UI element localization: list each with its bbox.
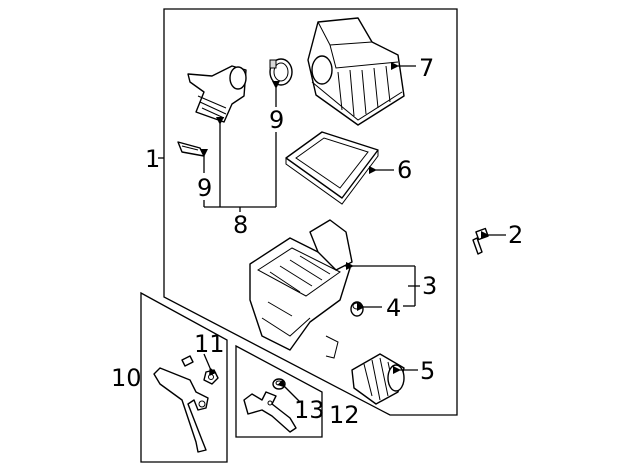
callout-11: 11	[194, 330, 225, 358]
upper-cover-part	[307, 17, 405, 126]
bolt-part	[472, 227, 489, 255]
filter-element-part	[285, 131, 379, 205]
bracket-10-frame	[140, 291, 228, 463]
grommet-part	[350, 301, 364, 317]
callout-6: 6	[397, 156, 412, 184]
inlet-duct-part	[351, 353, 405, 405]
callout-10: 10	[111, 364, 142, 392]
insulator-part	[272, 378, 286, 390]
bracket-10-part	[153, 367, 209, 453]
callout-13: 13	[294, 396, 325, 424]
callout-9-upper: 9	[269, 106, 284, 134]
assembly-frame	[163, 8, 458, 416]
callout-8: 8	[233, 211, 248, 239]
outlet-duct-part	[187, 65, 247, 123]
callout-1: 1	[145, 145, 160, 173]
clamp-upper-part	[269, 58, 293, 86]
bracket-12-part	[243, 391, 297, 433]
clamp-lower-part	[177, 141, 205, 157]
callout-4: 4	[386, 294, 401, 322]
callout-2: 2	[508, 221, 523, 249]
callout-7: 7	[419, 54, 434, 82]
callout-12: 12	[329, 401, 360, 429]
callout-9-lower: 9	[197, 174, 212, 202]
bracket-12-frame	[235, 344, 323, 438]
lower-housing-part	[249, 219, 353, 359]
callout-3: 3	[422, 272, 437, 300]
leader-lines	[158, 62, 506, 403]
callout-5: 5	[420, 357, 435, 385]
